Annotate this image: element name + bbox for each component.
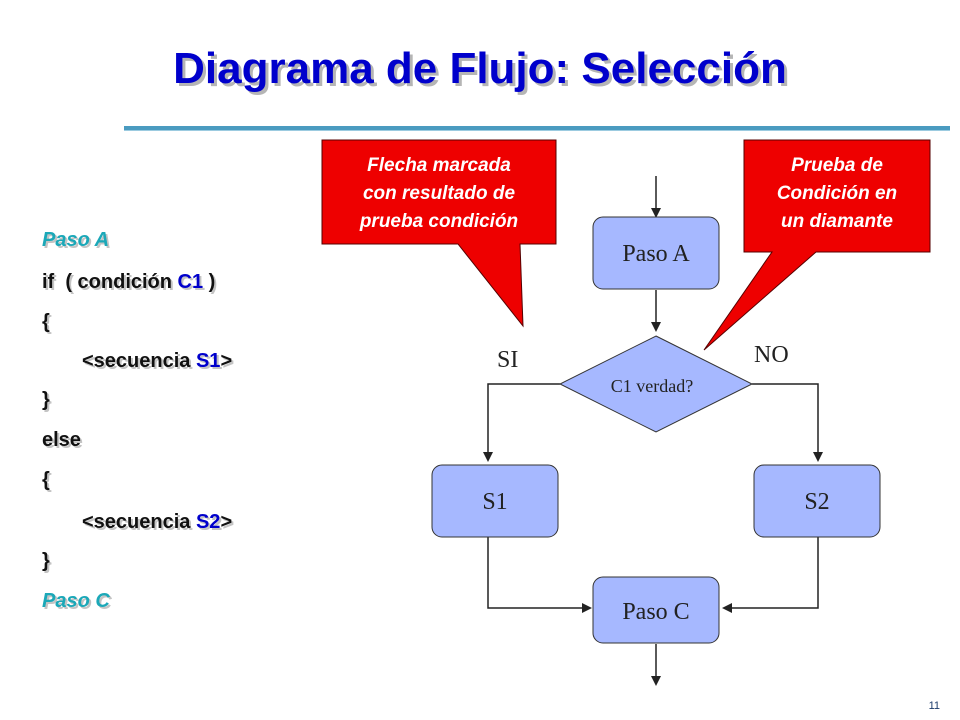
code-seq1-pre: <secuencia — [82, 350, 196, 372]
code-close-brace-1: } — [42, 389, 50, 411]
callout-left-line-3: prueba condición — [359, 211, 518, 232]
box-s1-label: S1 — [482, 489, 507, 515]
code-seq-s1: <secuencia S1> — [82, 349, 232, 373]
arrow-no-to-s2 — [752, 383, 823, 462]
callout-left-line-1: Flecha marcada — [367, 155, 511, 176]
code-paso-a: Paso A — [42, 229, 110, 251]
callout-right-line-1: Prueba de — [791, 155, 883, 176]
box-s2 — [753, 464, 881, 538]
code-seq2-pre: <secuencia — [82, 511, 196, 533]
box-paso-c — [592, 576, 720, 644]
callout-right — [703, 139, 931, 351]
callout-left — [321, 139, 557, 328]
arrow-si-to-s1 — [483, 383, 560, 462]
callout-left-line-2: con resultado de — [363, 183, 515, 204]
callout-right-line-3: un diamante — [781, 211, 893, 232]
code-seq1-post: > — [220, 350, 233, 372]
code-c1: C1 — [177, 271, 204, 293]
code-else: else — [42, 429, 81, 451]
label-si: SI — [497, 347, 518, 373]
arrow-s2-to-paso-c — [722, 536, 819, 613]
box-paso-c-label: Paso C — [622, 599, 689, 625]
arrow-s1-to-paso-c — [487, 536, 592, 613]
code-s2: S2 — [195, 511, 221, 533]
code-if-line: if ( condición C1 ) — [42, 270, 215, 294]
code-open-brace-2: { — [42, 469, 50, 491]
code-paso-c: Paso C — [42, 590, 110, 612]
box-s1 — [431, 464, 559, 538]
decision-label: C1 verdad? — [611, 376, 693, 396]
code-close-brace-2: } — [42, 550, 50, 572]
decision-diamond — [558, 335, 754, 433]
slide-title: Diagrama de Flujo: Selección — [173, 44, 787, 93]
label-no: NO — [754, 342, 789, 368]
box-paso-a-label: Paso A — [622, 241, 690, 267]
code-seq2-post: > — [220, 511, 233, 533]
callout-right-line-2: Condición en — [777, 183, 897, 204]
code-open-brace-1: { — [42, 311, 50, 333]
slide-number: 11 — [928, 700, 940, 712]
box-paso-a — [592, 216, 720, 290]
title-underline — [124, 126, 950, 131]
box-s2-label: S2 — [804, 489, 829, 515]
code-s1: S1 — [195, 350, 221, 372]
code-seq-s2: <secuencia S2> — [82, 510, 232, 534]
code-if-keyword: if ( condición — [42, 271, 178, 293]
code-if-close: ) — [203, 271, 216, 293]
